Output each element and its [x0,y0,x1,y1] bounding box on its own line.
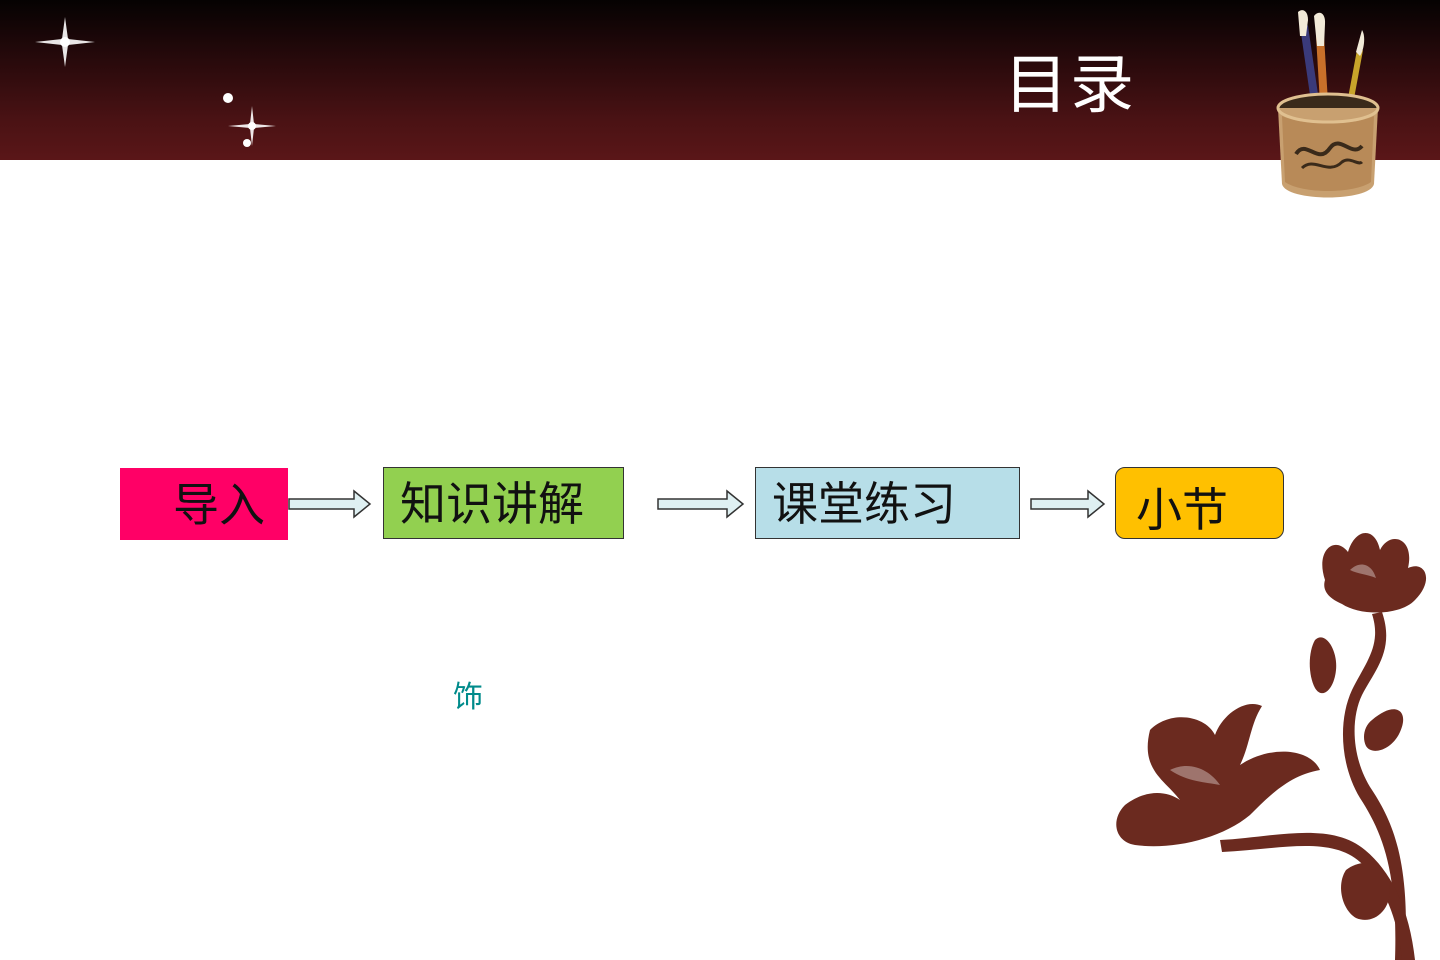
flow-step-summary[interactable]: 小节 [1115,467,1284,539]
slide-title: 目录 [1004,49,1136,123]
right-arrow-icon [657,489,745,519]
flow-step-practice[interactable]: 课堂练习 [755,467,1020,539]
right-arrow-icon [1030,489,1106,519]
sparkle-icon [35,17,95,67]
stray-text: 饰 [453,680,483,715]
sparkle-icon [223,93,233,103]
right-arrow-icon [288,489,372,519]
flow-step-knowledge[interactable]: 知识讲解 [383,467,624,539]
slide-header: 目录 [0,0,1440,160]
sparkle-icon [243,139,251,147]
flow-step-intro[interactable]: 导入 [120,468,288,540]
brush-cup-icon [1276,10,1380,198]
flower-vine-icon [1116,532,1427,960]
sparkle-icon [228,106,276,146]
